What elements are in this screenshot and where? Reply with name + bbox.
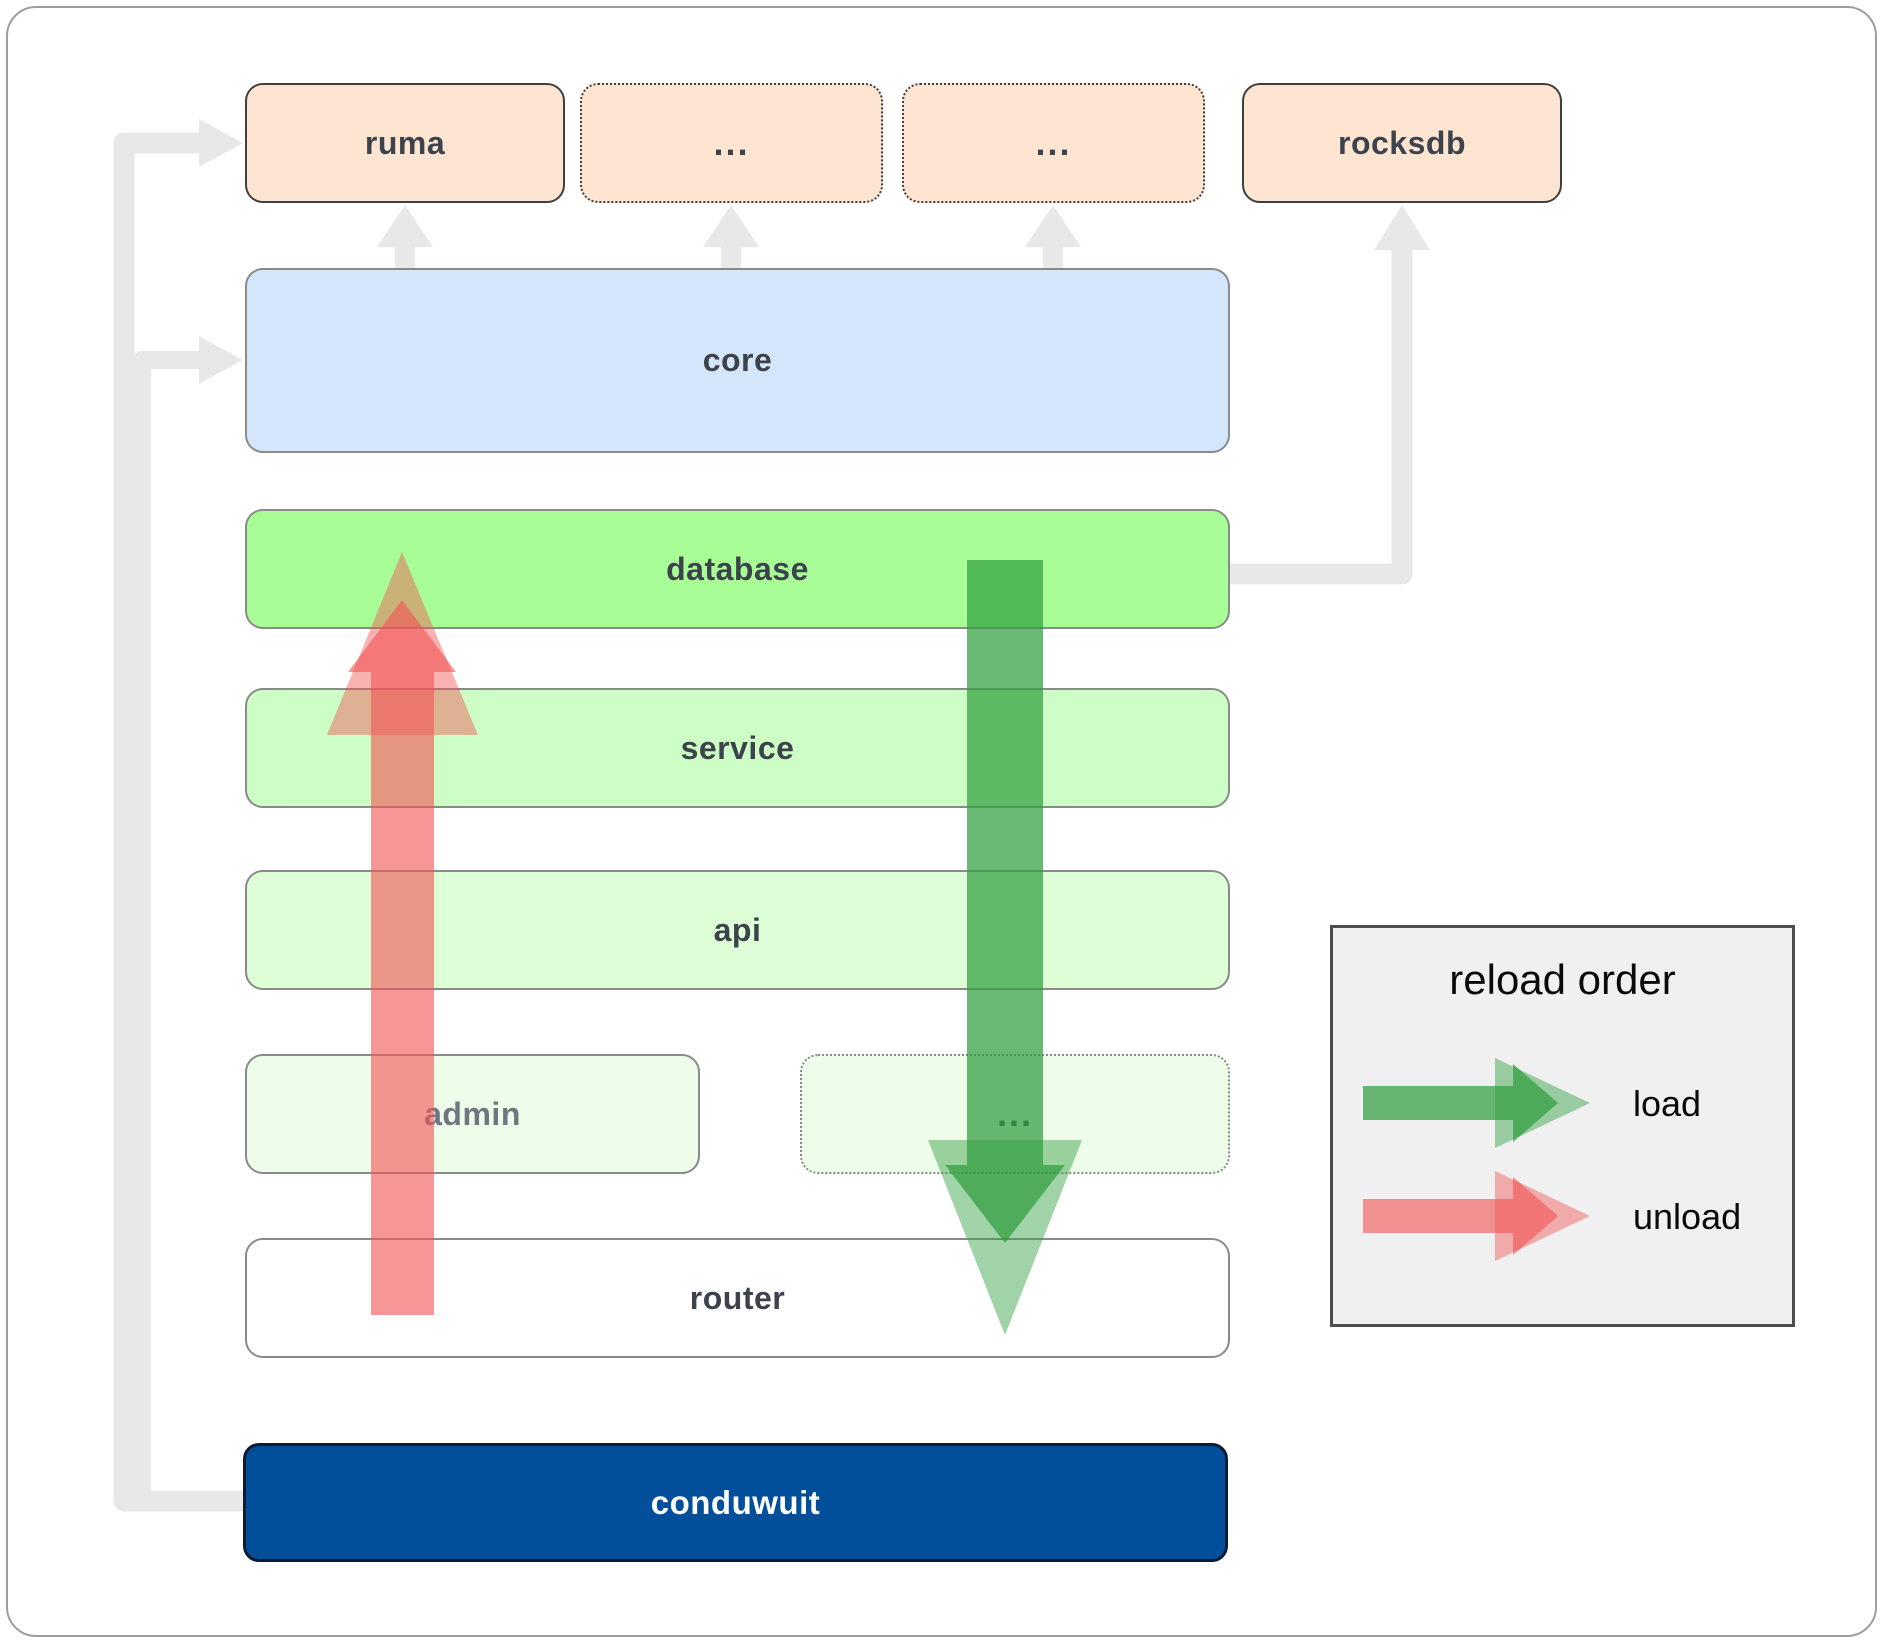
box-ellipsis-top-2: ... [902,83,1205,203]
box-api-label: api [713,911,762,948]
box-ellipsis-top-1: ... [580,83,883,203]
box-core: core [245,268,1230,453]
box-service: service [245,688,1230,808]
box-router: router [245,1238,1230,1358]
box-ellipsis-admin-label: ... [996,1093,1033,1134]
box-database: database [245,509,1230,629]
box-router-label: router [689,1279,786,1316]
outer-frame [6,6,1877,1637]
box-rocksdb-label: rocksdb [1338,124,1466,161]
box-conduwuit-label: conduwuit [650,1483,821,1521]
box-core-label: core [702,342,773,378]
box-admin-label: admin [424,1095,521,1132]
box-ellipsis-top-1-label: ... [713,122,750,163]
legend-load-label: load [1633,1083,1702,1124]
box-ruma: ruma [245,83,565,203]
box-conduwuit: conduwuit [243,1443,1228,1562]
box-admin: admin [245,1054,700,1174]
box-rocksdb: rocksdb [1242,83,1562,203]
box-ruma-label: ruma [364,124,446,161]
box-ellipsis-admin: ... [800,1054,1230,1174]
box-ellipsis-top-2-label: ... [1035,122,1072,163]
legend-title: reload order [1449,956,1676,1003]
box-database-label: database [666,550,809,587]
legend-reload-order: reload order load unload [1330,925,1795,1327]
box-service-label: service [680,729,795,766]
box-api: api [245,870,1230,990]
legend-unload-label: unload [1633,1196,1742,1237]
